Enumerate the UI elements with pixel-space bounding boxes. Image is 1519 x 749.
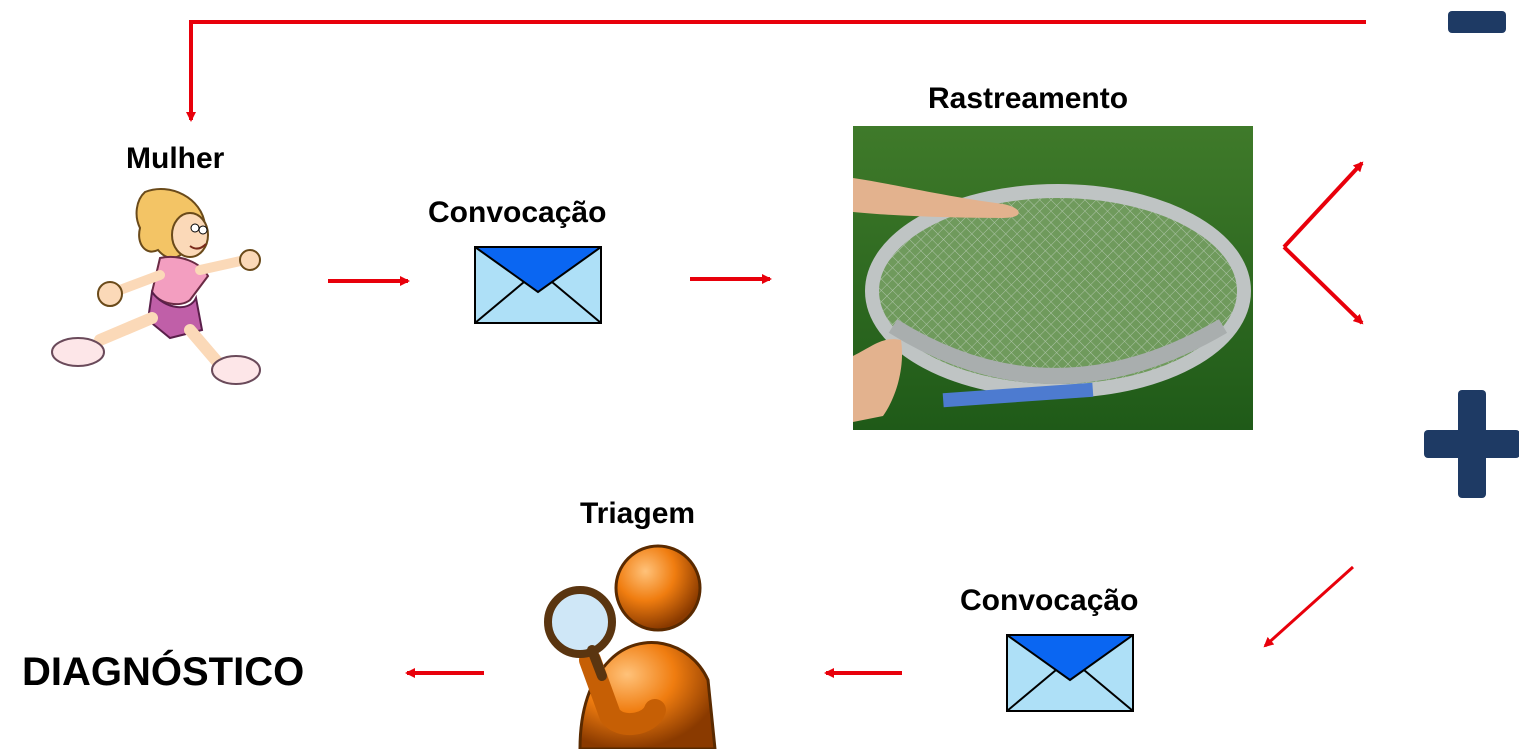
envelope-icon xyxy=(474,246,602,324)
arrow-to-negative xyxy=(1282,161,1364,249)
sieve-photo xyxy=(853,126,1253,430)
magnifier-person-icon xyxy=(544,544,717,749)
positive-sign xyxy=(1424,390,1519,498)
invite-label-2: Convocação xyxy=(960,584,1139,617)
arrow-to-positive xyxy=(1282,245,1364,325)
invite-label-1: Convocação xyxy=(428,196,607,229)
negative-sign xyxy=(1448,11,1506,33)
running-woman-icon xyxy=(51,188,261,385)
diagnosis-label: DIAGNÓSTICO xyxy=(22,650,305,694)
envelope-icon-2 xyxy=(1006,634,1134,712)
triage-label: Triagem xyxy=(580,497,696,530)
woman-label: Mulher xyxy=(126,142,225,175)
screening-label: Rastreamento xyxy=(928,82,1129,115)
arrow-positive-to-invite xyxy=(1263,565,1355,648)
